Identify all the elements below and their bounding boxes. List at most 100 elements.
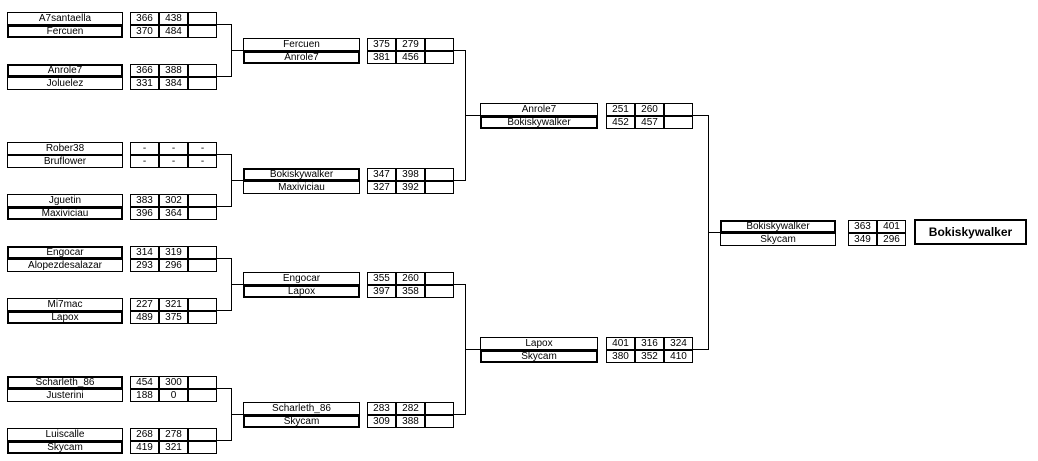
player-name: Justerini: [7, 389, 123, 402]
player-name: Joluelez: [7, 77, 123, 90]
score-cell: [425, 402, 454, 415]
score-cell: 375: [367, 38, 396, 51]
score-cell: 380: [606, 350, 635, 363]
score-cell: 364: [159, 207, 188, 220]
score-cell: 355: [367, 272, 396, 285]
winner-name: Bokiskywalker: [720, 220, 836, 233]
player-name: Mi7mac: [7, 298, 123, 311]
score-cell: 375: [159, 311, 188, 324]
score-cell: -: [159, 142, 188, 155]
score-cell: [664, 103, 693, 116]
score-cell: 327: [367, 181, 396, 194]
player-name: Lapox: [480, 337, 598, 350]
score-cell: 452: [606, 116, 635, 129]
score-cell: [188, 428, 217, 441]
score-cell: 388: [396, 415, 425, 428]
score-cell: 260: [635, 103, 664, 116]
score-cell: [188, 389, 217, 402]
score-cell: [188, 259, 217, 272]
score-cell: 296: [877, 233, 906, 246]
score-cell: [188, 64, 217, 77]
score-cell: 352: [635, 350, 664, 363]
score-cell: 366: [130, 64, 159, 77]
score-cell: 260: [396, 272, 425, 285]
score-cell: 283: [367, 402, 396, 415]
winner-name: Engocar: [7, 246, 123, 259]
score-cell: 309: [367, 415, 396, 428]
player-name: Alopezdesalazar: [7, 259, 123, 272]
score-cell: -: [188, 155, 217, 168]
player-name: Engocar: [243, 272, 360, 285]
score-cell: [188, 194, 217, 207]
score-cell: 401: [877, 220, 906, 233]
score-cell: 438: [159, 12, 188, 25]
score-cell: [188, 12, 217, 25]
score-cell: 397: [367, 285, 396, 298]
score-cell: 319: [159, 246, 188, 259]
score-cell: 370: [130, 25, 159, 38]
score-cell: 396: [130, 207, 159, 220]
player-name: Maxiviciau: [243, 181, 360, 194]
score-cell: 188: [130, 389, 159, 402]
player-name: A7santaella: [7, 12, 123, 25]
score-cell: 347: [367, 168, 396, 181]
winner-name: Anrole7: [7, 64, 123, 77]
score-cell: 321: [159, 298, 188, 311]
winner-name: Skycam: [243, 415, 360, 428]
score-cell: 324: [664, 337, 693, 350]
score-cell: 314: [130, 246, 159, 259]
winner-name: Bokiskywalker: [243, 168, 360, 181]
score-cell: 227: [130, 298, 159, 311]
player-name: Jguetin: [7, 194, 123, 207]
score-cell: 300: [159, 376, 188, 389]
score-cell: 410: [664, 350, 693, 363]
score-cell: 454: [130, 376, 159, 389]
score-cell: [188, 25, 217, 38]
player-name: Skycam: [720, 233, 836, 246]
score-cell: 419: [130, 441, 159, 454]
score-cell: 331: [130, 77, 159, 90]
score-cell: 279: [396, 38, 425, 51]
score-cell: [425, 168, 454, 181]
score-cell: [664, 116, 693, 129]
score-cell: 484: [159, 25, 188, 38]
score-cell: 384: [159, 77, 188, 90]
score-cell: -: [188, 142, 217, 155]
score-cell: 268: [130, 428, 159, 441]
score-cell: -: [159, 155, 188, 168]
champion-box: Bokiskywalker: [914, 219, 1027, 245]
winner-name: Lapox: [7, 311, 123, 324]
score-cell: [425, 415, 454, 428]
score-cell: 0: [159, 389, 188, 402]
player-name: Scharleth_86: [243, 402, 360, 415]
winner-name: Fercuen: [7, 25, 123, 38]
score-cell: [425, 272, 454, 285]
score-cell: 296: [159, 259, 188, 272]
player-name: Anrole7: [480, 103, 598, 116]
player-name: Fercuen: [243, 38, 360, 51]
score-cell: 383: [130, 194, 159, 207]
score-cell: [425, 285, 454, 298]
score-cell: 282: [396, 402, 425, 415]
score-cell: [188, 376, 217, 389]
score-cell: 401: [606, 337, 635, 350]
score-cell: 388: [159, 64, 188, 77]
winner-name: Lapox: [243, 285, 360, 298]
winner-name: Anrole7: [243, 51, 360, 64]
score-cell: 398: [396, 168, 425, 181]
winner-name: Skycam: [480, 350, 598, 363]
score-cell: 456: [396, 51, 425, 64]
winner-name: Scharleth_86: [7, 376, 123, 389]
score-cell: 316: [635, 337, 664, 350]
player-name: Luiscalle: [7, 428, 123, 441]
score-cell: [188, 441, 217, 454]
score-cell: 251: [606, 103, 635, 116]
score-cell: 302: [159, 194, 188, 207]
score-cell: 392: [396, 181, 425, 194]
winner-name: Maxiviciau: [7, 207, 123, 220]
score-cell: 358: [396, 285, 425, 298]
score-cell: [188, 311, 217, 324]
score-cell: 293: [130, 259, 159, 272]
score-cell: [188, 207, 217, 220]
